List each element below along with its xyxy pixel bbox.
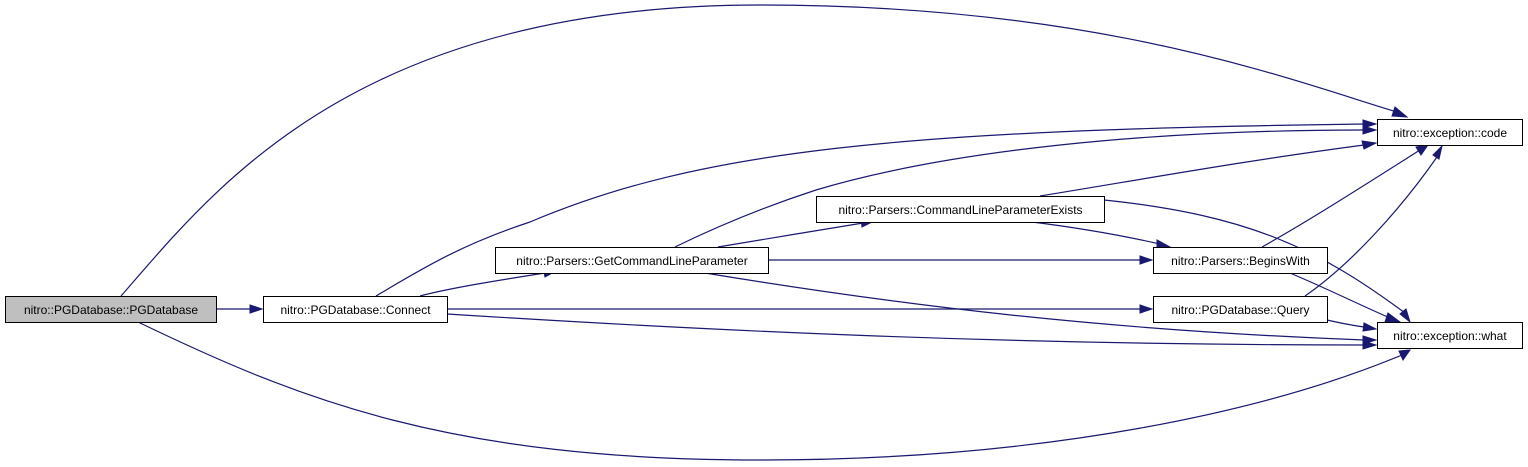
edge-getparam-to-code: [674, 125, 1378, 248]
edge-line: [1031, 221, 1161, 245]
edge-line: [1289, 272, 1391, 319]
node-label: nitro::exception::code: [1393, 126, 1507, 140]
node-what[interactable]: nitro::exception::what: [1377, 322, 1523, 349]
arrowhead-icon: [1362, 335, 1378, 345]
node-label: nitro::PGDatabase::Query: [1171, 303, 1309, 317]
arrowhead-icon: [1362, 119, 1378, 129]
nodes-layer: nitro::PGDatabase::PGDatabase nitro::PGDa…: [5, 119, 1523, 349]
arrowhead-icon: [249, 304, 264, 314]
edges-layer: [120, 4, 1443, 461]
edge-line: [120, 4, 1398, 297]
edge-exists-to-code: [1039, 140, 1378, 197]
edge-root-to-what: [137, 321, 1412, 461]
edge-line: [137, 321, 1403, 461]
edge-root-to-code: [120, 4, 1409, 297]
edge-line: [446, 313, 1365, 346]
arrowhead-icon: [1362, 125, 1378, 135]
node-box[interactable]: [495, 247, 769, 274]
node-label: nitro::Parsers::GetCommandLineParameter: [516, 254, 747, 268]
edge-line: [1261, 149, 1421, 248]
edge-line: [419, 272, 546, 297]
edge-beginswith-to-code: [1261, 144, 1430, 248]
node-root[interactable]: nitro::PGDatabase::PGDatabase: [5, 296, 217, 323]
edge-line: [1039, 144, 1365, 197]
node-label: nitro::exception::what: [1393, 329, 1507, 343]
arrowhead-icon: [1384, 312, 1402, 323]
node-beginswith[interactable]: nitro::Parsers::BeginsWith: [1153, 247, 1328, 274]
edge-getparam-to-exists: [717, 218, 876, 248]
arrowhead-icon: [1391, 106, 1409, 118]
edge-connect-to-query: [447, 304, 1154, 314]
arrowhead-icon: [1139, 255, 1154, 265]
node-box[interactable]: [5, 296, 217, 323]
edge-beginswith-to-what: [1289, 272, 1402, 323]
node-box[interactable]: [1377, 119, 1523, 146]
edge-line: [1304, 156, 1438, 297]
node-exists[interactable]: nitro::Parsers::CommandLineParameterExis…: [816, 196, 1105, 223]
edge-getparam-to-beginswith: [768, 255, 1154, 265]
node-box[interactable]: [1153, 296, 1328, 323]
edge-line: [674, 129, 1365, 248]
arrowhead-icon: [1362, 322, 1378, 332]
edge-line: [1326, 319, 1365, 328]
node-box[interactable]: [1153, 247, 1328, 274]
node-label: nitro::Parsers::CommandLineParameterExis…: [838, 203, 1082, 217]
arrowhead-icon: [1361, 140, 1378, 150]
node-box[interactable]: [1377, 322, 1523, 349]
node-code[interactable]: nitro::exception::code: [1377, 119, 1523, 146]
edge-line: [704, 272, 1365, 341]
node-label: nitro::PGDatabase::Connect: [280, 303, 431, 317]
node-box[interactable]: [816, 196, 1105, 223]
edge-query-to-code: [1304, 144, 1443, 297]
edge-getparam-to-what: [704, 272, 1378, 345]
edge-query-to-what: [1326, 319, 1378, 332]
arrowhead-icon: [1415, 144, 1430, 156]
edge-root-to-connect: [216, 304, 264, 314]
edge-line: [375, 123, 1365, 297]
arrowhead-icon: [1432, 144, 1443, 160]
arrowhead-icon: [1398, 349, 1412, 362]
node-query[interactable]: nitro::PGDatabase::Query: [1153, 296, 1328, 323]
edge-exists-to-beginswith: [1031, 221, 1172, 250]
node-label: nitro::PGDatabase::PGDatabase: [24, 303, 198, 317]
arrowhead-icon: [1399, 308, 1411, 324]
edge-connect-to-code: [375, 119, 1378, 297]
node-label: nitro::Parsers::BeginsWith: [1171, 254, 1310, 268]
node-box[interactable]: [263, 296, 448, 323]
edge-line: [717, 222, 864, 248]
node-getparam[interactable]: nitro::Parsers::GetCommandLineParameter: [495, 247, 769, 274]
arrowhead-icon: [1139, 304, 1154, 314]
node-connect[interactable]: nitro::PGDatabase::Connect: [263, 296, 448, 323]
